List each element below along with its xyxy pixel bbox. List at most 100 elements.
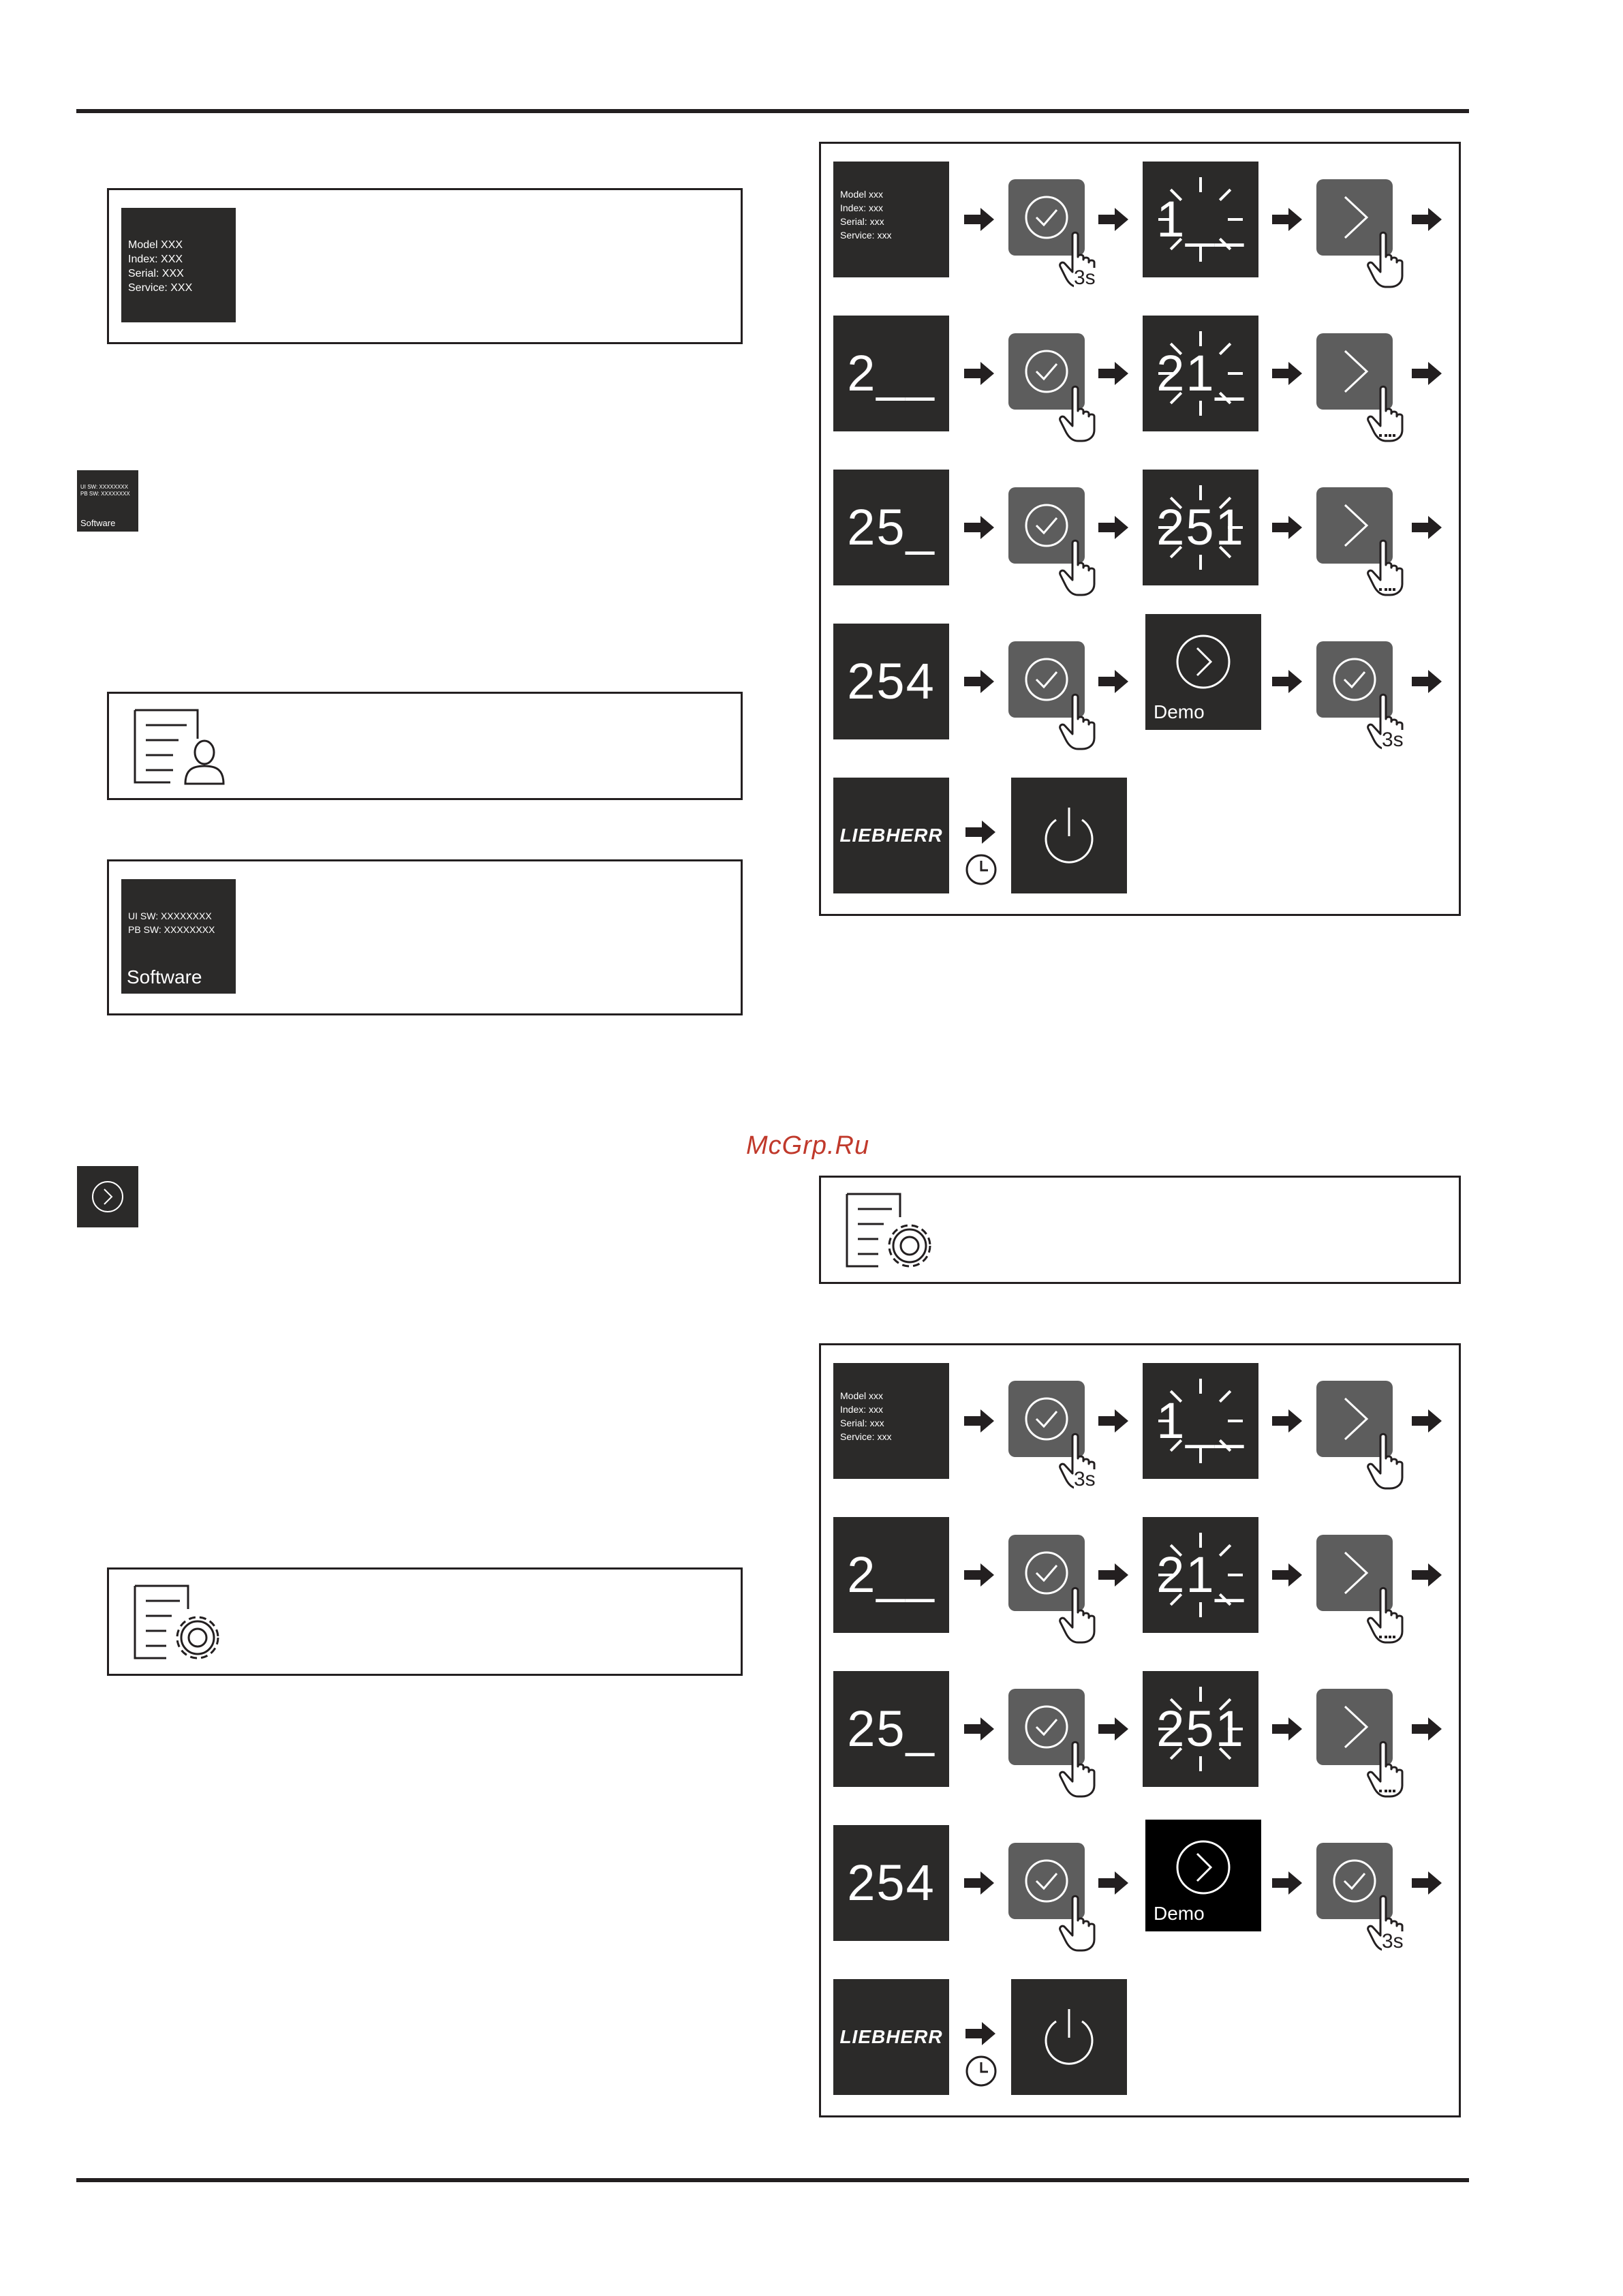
watermark: McGrp.Ru	[746, 1131, 870, 1160]
info-screen-frame: Model XXX Index: XXX Serial: XXX Service…	[107, 188, 743, 344]
blink-rays-icon	[1158, 1533, 1243, 1617]
arrow-right-icon	[964, 1409, 994, 1433]
arrow-right-icon	[1412, 1409, 1442, 1433]
chevron-right-icon	[1344, 1551, 1369, 1595]
hand-press-icon	[1059, 1895, 1096, 1952]
sequence-info-line: Serial: xxx	[840, 216, 884, 227]
sequence-info-line: Service: xxx	[840, 1431, 892, 1442]
info-index: Index: XXX	[128, 254, 183, 265]
arrow-right-icon	[964, 208, 994, 231]
sequence-info-line: Index: xxx	[840, 202, 884, 213]
code-entry-screen: 2__	[833, 1517, 949, 1633]
bottom-rule	[76, 2178, 1469, 2182]
info-screen: Model XXX Index: XXX Serial: XXX Service…	[121, 208, 236, 322]
arrow-right-icon	[1098, 1871, 1128, 1895]
checkmark-icon	[1025, 1397, 1068, 1441]
arrow-right-icon	[1272, 1871, 1302, 1895]
arrow-right-icon	[1272, 362, 1302, 385]
hand-press-icon	[1059, 539, 1096, 596]
checkmark-icon	[1333, 658, 1376, 701]
info-serial: Serial: XXX	[128, 268, 184, 279]
power-button-screen[interactable]	[1011, 1979, 1127, 2095]
software-frame: UI SW: XXXXXXXX PB SW: XXXXXXXX Software	[107, 859, 743, 1015]
sw-small-label: Software	[80, 518, 116, 528]
hand-press-icon	[1367, 231, 1404, 288]
arrow-right-icon	[964, 1563, 994, 1587]
code-entry-screen: 254	[833, 624, 949, 739]
arrow-right-icon	[1272, 1717, 1302, 1741]
power-button-screen[interactable]	[1011, 778, 1127, 893]
chevron-right-icon	[1344, 196, 1369, 239]
arrow-right-icon	[1098, 516, 1128, 539]
arrow-right-icon	[964, 670, 994, 693]
sequence-info-line: Index: xxx	[840, 1404, 884, 1415]
sequence-info-line: Serial: xxx	[840, 1418, 884, 1428]
chevron-right-icon	[1344, 350, 1369, 393]
demo-screen: Demo	[1145, 1816, 1261, 1931]
top-rule	[76, 109, 1469, 113]
hand-press-icon	[1059, 1587, 1096, 1644]
checkmark-icon	[1025, 658, 1068, 701]
arrow-right-icon	[1412, 1871, 1442, 1895]
sequence-info-line: Model xxx	[840, 189, 884, 200]
confirm-button[interactable]	[1008, 641, 1085, 718]
checkmark-icon	[1025, 1859, 1068, 1903]
sw-small-ui: UI SW: XXXXXXXX	[80, 484, 129, 490]
chevron-right-icon	[1344, 1705, 1369, 1749]
arrow-right-icon	[1412, 362, 1442, 385]
hold-duration-label: 3s	[1074, 1468, 1096, 1490]
arrow-right-icon	[1412, 516, 1442, 539]
blink-rays-icon	[1158, 177, 1243, 262]
chevron-right-icon	[1344, 504, 1369, 547]
blink-rays-icon	[1158, 331, 1243, 416]
code-entry-blinking-screen: 21_	[1143, 316, 1258, 431]
arrow-right-icon	[964, 1871, 994, 1895]
demo-label: Demo	[1154, 701, 1205, 722]
code-entry-blinking-screen: 21_	[1143, 1517, 1258, 1633]
arrow-right-icon	[1272, 208, 1302, 231]
arrow-right-icon	[1412, 208, 1442, 231]
checkmark-icon	[1025, 504, 1068, 547]
sw-pb-version: PB SW: XXXXXXXX	[128, 924, 215, 935]
info-model: Model XXX	[128, 239, 183, 251]
code-entry-screen: 2__	[833, 316, 949, 431]
clock-icon	[965, 2055, 997, 2087]
customer-menu-frame	[107, 692, 743, 800]
arrow-right-icon	[965, 2022, 995, 2045]
arrow-right-icon	[1412, 670, 1442, 693]
hand-press-icon	[1059, 693, 1096, 750]
chevron-circle-icon	[92, 1181, 123, 1212]
hold-duration-label: 3s	[1074, 266, 1096, 289]
demo-icon-small	[77, 1166, 138, 1227]
checkmark-icon	[1025, 350, 1068, 393]
arrow-right-icon	[1412, 1563, 1442, 1587]
hand-press-icon	[1059, 1741, 1096, 1798]
software-label: Software	[127, 966, 202, 988]
arrow-right-icon	[1412, 1717, 1442, 1741]
software-screen: UI SW: XXXXXXXX PB SW: XXXXXXXX Software	[121, 879, 236, 994]
blink-rays-icon	[1158, 485, 1243, 570]
arrow-right-icon	[1272, 1563, 1302, 1587]
code-entry-blinking-screen: 1__	[1143, 162, 1258, 277]
sw-small-pb: PB SW: XXXXXXXX	[80, 491, 130, 497]
sequence-info-line: Service: xxx	[840, 230, 892, 241]
hand-press-icon	[1367, 1433, 1404, 1490]
hand-press-icon	[1367, 1587, 1404, 1644]
hand-press-icon	[1059, 385, 1096, 442]
checkmark-icon	[1025, 196, 1068, 239]
hand-press-icon	[1367, 385, 1404, 442]
arrow-right-icon	[964, 516, 994, 539]
arrow-right-icon	[1272, 1409, 1302, 1433]
demo-screen: Demo	[1145, 614, 1261, 730]
code-entry-screen: 25_	[833, 1671, 949, 1787]
arrow-right-icon	[1098, 362, 1128, 385]
chevron-circle-icon	[1176, 634, 1231, 689]
power-icon	[1045, 808, 1094, 863]
info-service: Service: XXX	[128, 282, 193, 294]
